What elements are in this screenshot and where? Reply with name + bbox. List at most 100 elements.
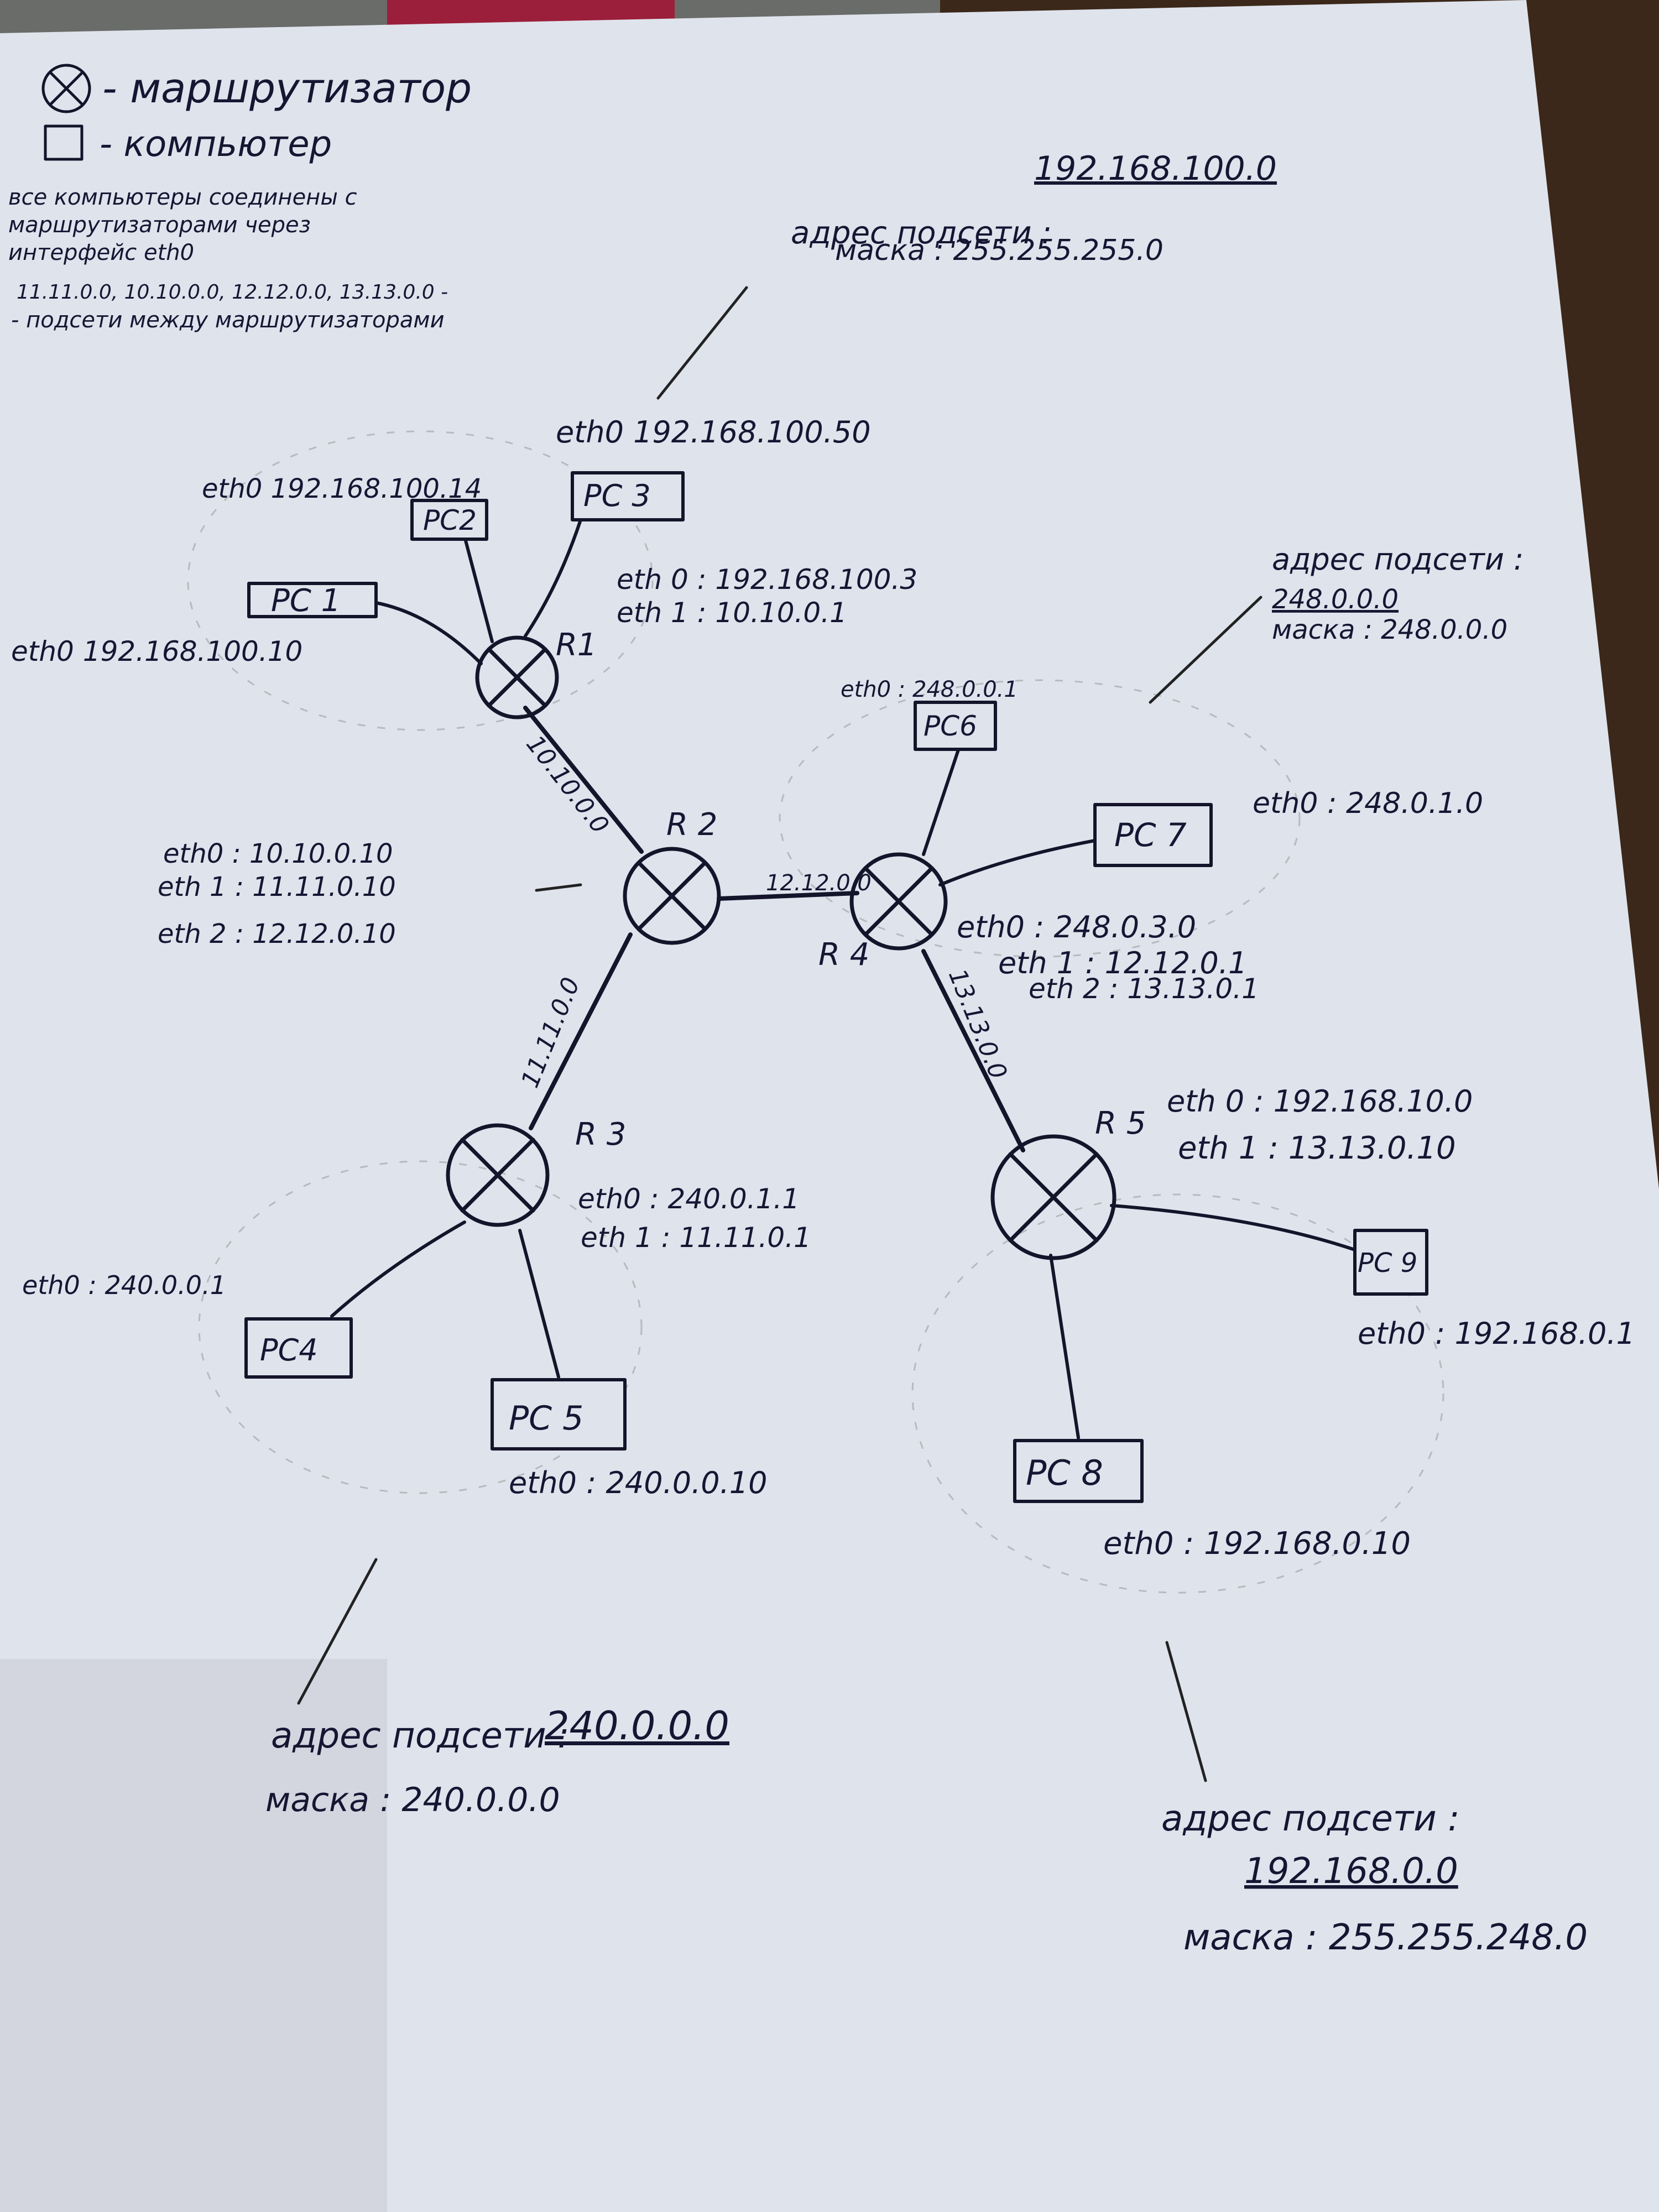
subnet1-caption: адрес подсети : bbox=[791, 215, 1052, 251]
pc3-address: eth0 192.168.100.50 bbox=[556, 415, 871, 450]
pc7-box bbox=[1093, 803, 1213, 867]
pc2-address: eth0 192.168.100.14 bbox=[202, 473, 482, 504]
pointer-mid bbox=[535, 883, 582, 892]
r1-eth0: eth 0 : 192.168.100.3 bbox=[617, 564, 917, 596]
r3-eth1: eth 1 : 11.11.0.1 bbox=[581, 1222, 811, 1254]
link-pc8-r5 bbox=[1049, 1254, 1080, 1439]
subnet1-address: 192.168.100.0 bbox=[1034, 149, 1277, 188]
pc1-label: PC 1 bbox=[271, 583, 341, 619]
pc2-box bbox=[410, 499, 488, 541]
pointer-left bbox=[297, 1558, 378, 1705]
pc5-address: eth0 : 240.0.0.10 bbox=[509, 1465, 768, 1500]
subnet3-caption: адрес подсети : bbox=[271, 1715, 570, 1756]
link-pc3-r1 bbox=[524, 518, 582, 638]
link-pc6-r4 bbox=[922, 745, 961, 856]
link-r2-r3 bbox=[529, 932, 633, 1130]
router-r4 bbox=[849, 852, 948, 951]
subnet-248: адрес подсети : 248.0.0.0 маска : 248.0.… bbox=[1272, 542, 1524, 645]
legend: - маршрутизатор - компьютер все компьюте… bbox=[8, 64, 472, 333]
subnet-outline-bottom bbox=[911, 1193, 1444, 1594]
pc4-address: eth0 : 240.0.0.1 bbox=[22, 1270, 226, 1300]
pc5-label: PC 5 bbox=[509, 1399, 583, 1438]
legend-subnets-caption: - подсети между маршрутизаторами bbox=[11, 307, 445, 333]
subnet-192-168-0: адрес подсети : 192.168.0.0 маска : 255.… bbox=[1161, 1798, 1588, 1958]
pc9-label: PC 9 bbox=[1358, 1248, 1417, 1279]
router-r3 bbox=[446, 1123, 550, 1227]
r4-eth0: eth0 : 248.0.3.0 bbox=[957, 910, 1196, 945]
link-r2-r4 bbox=[717, 891, 859, 901]
pc9-address: eth0 : 192.168.0.1 bbox=[1358, 1316, 1635, 1351]
r4-eth2: eth 2 : 13.13.0.1 bbox=[1029, 973, 1259, 1005]
legend-computer-text: - компьютер bbox=[100, 124, 332, 165]
pc3-box bbox=[571, 471, 685, 521]
subnet2-address: 248.0.0.0 bbox=[1272, 584, 1399, 615]
pointer-right bbox=[1149, 596, 1262, 704]
pc2-label: PC2 bbox=[423, 504, 477, 536]
pc1-address: eth0 192.168.100.10 bbox=[11, 635, 302, 667]
router-r4-label: R 4 bbox=[818, 937, 869, 973]
computer-legend-icon bbox=[44, 124, 84, 161]
router-r5 bbox=[990, 1134, 1117, 1260]
router-legend-icon bbox=[41, 64, 91, 113]
link-pc7-r4 bbox=[938, 839, 1097, 886]
legend-note-line1: все компьютеры соединены с bbox=[8, 185, 357, 210]
pc4-box bbox=[244, 1317, 353, 1379]
router-r1 bbox=[475, 635, 559, 719]
r4-eth1: eth 1 : 12.12.0.1 bbox=[998, 946, 1247, 980]
link-r1-r2 bbox=[523, 706, 644, 854]
subnet-outline-top bbox=[187, 430, 654, 731]
pc3-label: PC 3 bbox=[583, 478, 651, 513]
router-r3-label: R 3 bbox=[575, 1117, 626, 1152]
pc4-label: PC4 bbox=[260, 1333, 318, 1368]
pc8-address: eth0 : 192.168.0.10 bbox=[1103, 1526, 1411, 1562]
subnet-240: адрес подсети : 240.0.0.0 маска : 240.0.… bbox=[265, 1703, 729, 1819]
pointer-top bbox=[656, 286, 748, 400]
legend-note-line3: интерфейс eth0 bbox=[8, 240, 194, 265]
link-label-r2-r4: 12.12.0.0 bbox=[766, 870, 872, 896]
router-r2-label: R 2 bbox=[666, 807, 717, 843]
subnet3-address: 240.0.0.0 bbox=[545, 1703, 729, 1749]
pc8-box bbox=[1013, 1439, 1144, 1503]
pc6-label: PC6 bbox=[924, 710, 977, 742]
router-r2 bbox=[623, 847, 721, 945]
subnet4-address: 192.168.0.0 bbox=[1244, 1851, 1458, 1892]
router-r5-label: R 5 bbox=[1095, 1105, 1146, 1141]
subnet-outline-right bbox=[779, 679, 1301, 958]
legend-subnets-line: 11.11.0.0, 10.10.0.0, 12.12.0.0, 13.13.0… bbox=[17, 281, 448, 304]
subnet2-caption: адрес подсети : bbox=[1272, 542, 1524, 577]
pc5-box bbox=[491, 1378, 627, 1451]
r1-eth1: eth 1 : 10.10.0.1 bbox=[617, 597, 847, 629]
r3-eth0: eth0 : 240.0.1.1 bbox=[578, 1183, 800, 1215]
r2-eth2: eth 2 : 12.12.0.10 bbox=[158, 919, 396, 950]
pc8-label: PC 8 bbox=[1026, 1453, 1103, 1493]
pc6-address: eth0 : 248.0.0.1 bbox=[841, 677, 1018, 702]
pc6-box bbox=[914, 701, 997, 751]
link-r4-r5 bbox=[921, 949, 1025, 1152]
pc7-label: PC 7 bbox=[1114, 816, 1187, 854]
legend-router-text: - маршрутизатор bbox=[102, 65, 472, 112]
link-pc4-r3 bbox=[330, 1220, 466, 1318]
r2-eth0: eth0 : 10.10.0.10 bbox=[163, 838, 393, 869]
pointer-bottom bbox=[1165, 1641, 1207, 1782]
r5-eth0: eth 0 : 192.168.10.0 bbox=[1167, 1084, 1473, 1119]
router-r1-label: R1 bbox=[556, 627, 597, 663]
subnet-outline-left bbox=[198, 1160, 643, 1494]
pc7-address: eth0 : 248.0.1.0 bbox=[1253, 787, 1483, 820]
pc1-box bbox=[247, 582, 378, 618]
subnet1-mask: маска : 255.255.255.0 bbox=[835, 234, 1164, 267]
subnet4-mask: маска : 255.255.248.0 bbox=[1183, 1917, 1588, 1958]
subnet2-mask: маска : 248.0.0.0 bbox=[1272, 614, 1507, 645]
r2-eth1: eth 1 : 11.11.0.10 bbox=[158, 872, 396, 902]
r5-eth1: eth 1 : 13.13.0.10 bbox=[1178, 1130, 1456, 1166]
link-pc1-r1 bbox=[374, 601, 483, 665]
subnet4-caption: адрес подсети : bbox=[1161, 1798, 1460, 1839]
subnet3-mask: маска : 240.0.0.0 bbox=[265, 1781, 560, 1819]
link-pc5-r3 bbox=[518, 1229, 560, 1379]
link-pc2-r1 bbox=[463, 535, 494, 643]
link-pc9-r5 bbox=[1110, 1204, 1357, 1251]
legend-note-line2: маршрутизаторами через bbox=[8, 212, 311, 238]
paper-shadow bbox=[0, 1659, 387, 2212]
pc9-box bbox=[1353, 1229, 1428, 1296]
